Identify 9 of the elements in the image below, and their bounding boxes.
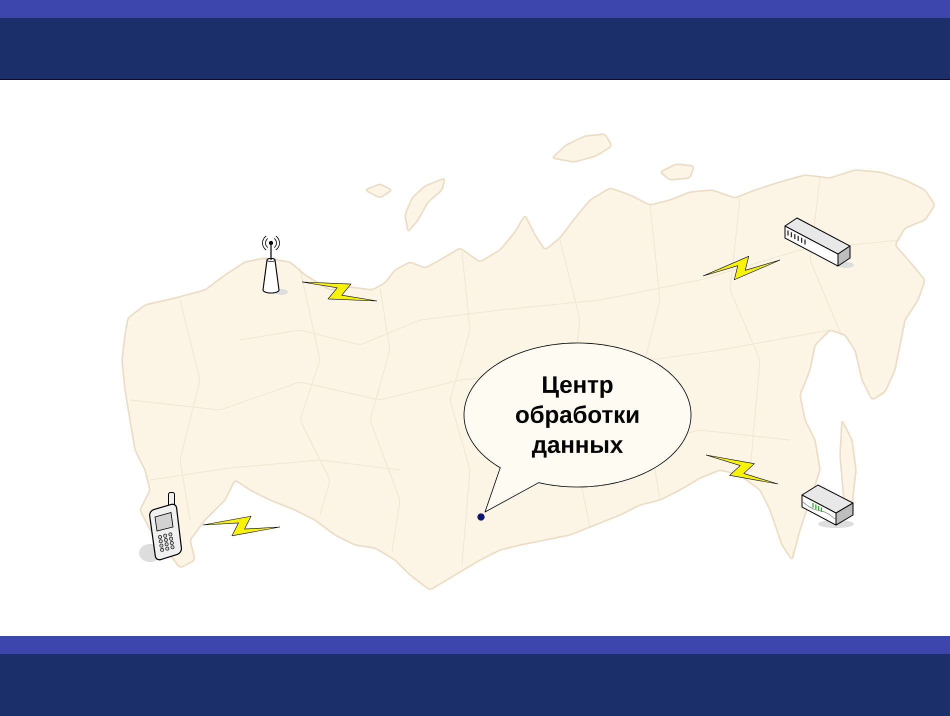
antenna-icon	[262, 236, 288, 295]
mobile-phone-icon	[139, 492, 182, 562]
network-switch-icon	[784, 218, 854, 268]
speech-bubble: Центр обработки данных	[464, 342, 692, 512]
lightning-bolt	[302, 282, 378, 302]
modem-icon	[802, 484, 854, 528]
lightning-bolt	[706, 454, 778, 484]
lightning-bolt	[702, 256, 780, 280]
lightning-bolt	[202, 516, 280, 536]
